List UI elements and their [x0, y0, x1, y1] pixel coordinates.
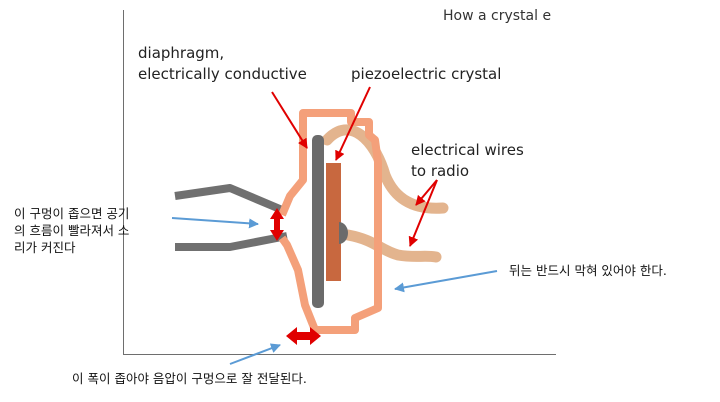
pointer-hole: [171, 217, 259, 229]
hole-gap-arrow: [270, 208, 284, 241]
arrow-diaphragm: [271, 91, 308, 149]
inlet-tube-upper: [174, 184, 289, 216]
note-hole-line3: 리가 커진다: [14, 240, 76, 255]
diagram-frame: [123, 10, 556, 355]
arrow-wire-lower: [408, 179, 438, 247]
arrow-wire-upper: [415, 179, 438, 206]
wire-upper: [321, 124, 449, 214]
label-piezoelectric-crystal: piezoelectric crystal: [351, 65, 502, 83]
inlet-tube-lower: [175, 232, 288, 251]
width-gap-arrow: [286, 327, 321, 345]
housing: [278, 109, 382, 334]
diaphragm: [312, 135, 324, 308]
contact-bump: [339, 222, 348, 244]
figure-title: How a crystal e: [443, 8, 552, 24]
pointer-width: [229, 343, 281, 365]
label-diaphragm-line2: electrically conductive: [138, 65, 307, 83]
wire-lower: [342, 229, 442, 263]
label-diaphragm-line1: diaphragm,: [138, 44, 225, 62]
label-wires-line1: electrical wires: [411, 141, 524, 159]
note-hole-line2: 의 흐름이 빨라져서 소: [14, 223, 130, 238]
note-hole-line1: 이 구멍이 좁으면 공기: [14, 206, 130, 221]
note-gap-width: 이 폭이 좁아야 음압이 구멍으로 잘 전달된다.: [72, 371, 307, 386]
arrow-crystal: [335, 86, 371, 161]
pointer-back: [394, 270, 498, 293]
label-wires-line2: to radio: [411, 162, 470, 180]
piezoelectric-crystal: [326, 163, 341, 281]
note-back-closed: 뒤는 반드시 막혀 있어야 한다.: [509, 263, 667, 278]
